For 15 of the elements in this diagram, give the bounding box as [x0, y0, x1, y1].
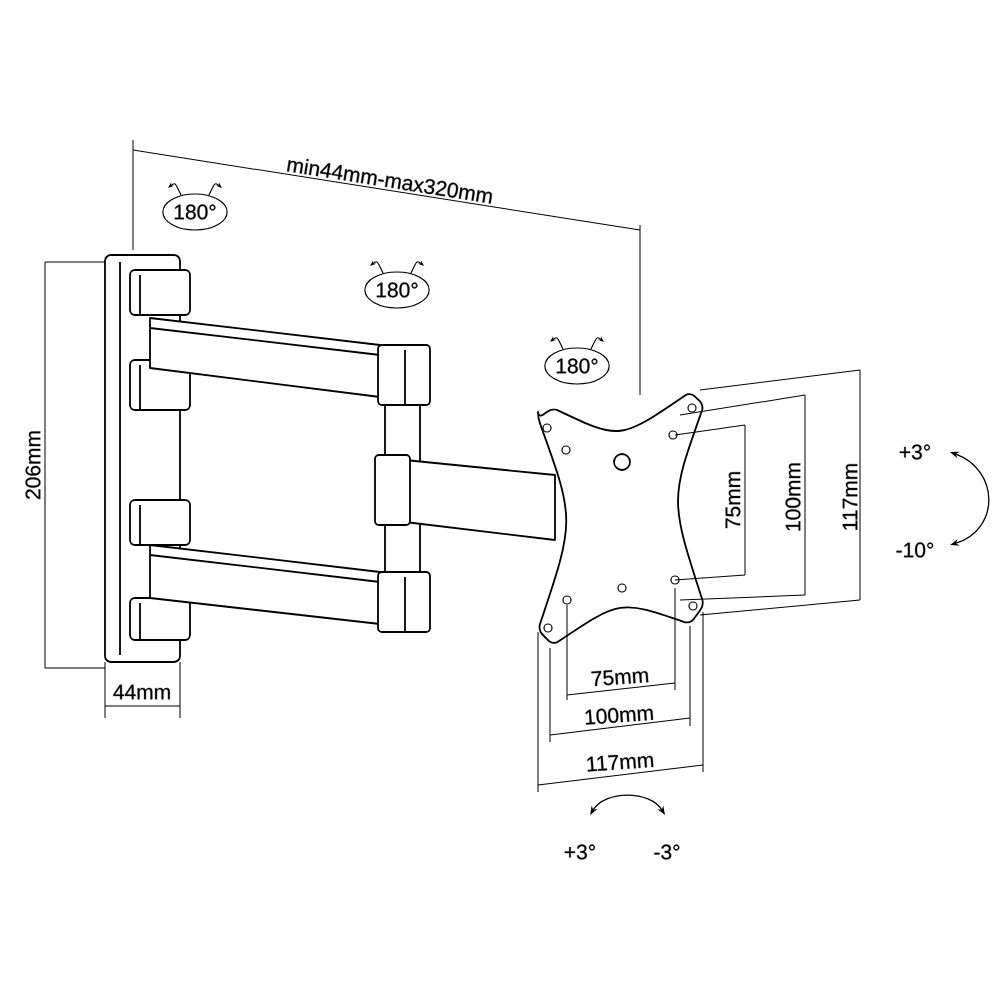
dimension-label: +3°: [899, 444, 930, 460]
angle-oval: 180°: [364, 271, 430, 309]
dimension-label: -10°: [896, 542, 934, 558]
dimension-label: 117mm: [587, 754, 654, 772]
dimension-label: 75mm: [591, 670, 649, 686]
dimension-label: 206mm: [25, 431, 41, 499]
dimension-label: 75mm: [725, 472, 741, 529]
dimension-label: 100mm: [785, 463, 801, 531]
dimension-label: -3°: [654, 844, 680, 860]
dimension-label: +3°: [564, 844, 595, 860]
dimension-label: 100mm: [585, 708, 654, 725]
dimension-label: 117mm: [842, 464, 858, 530]
angle-oval: 180°: [544, 347, 610, 385]
angle-oval: 180°: [162, 193, 228, 231]
dimension-label: 44mm: [113, 684, 170, 700]
